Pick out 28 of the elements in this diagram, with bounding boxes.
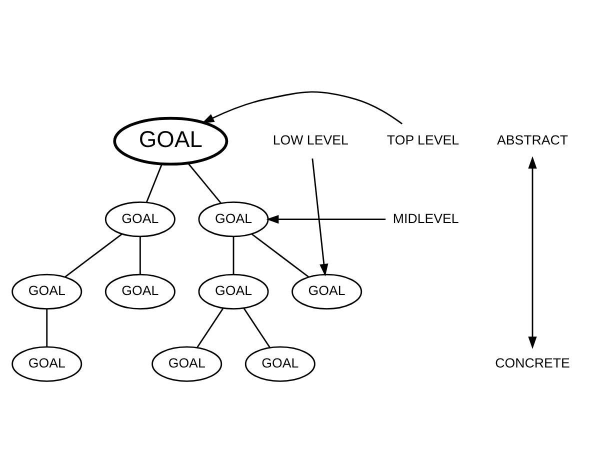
- connector: [252, 233, 309, 277]
- arrow: [266, 214, 386, 224]
- node-text: CONCRETE: [495, 355, 570, 370]
- node-ellipse: GOAL: [12, 273, 82, 310]
- connector: [243, 307, 270, 348]
- connector: [196, 307, 224, 348]
- node-ellipse: GOAL: [104, 273, 176, 310]
- node-ellipse: GOAL: [198, 273, 269, 310]
- node-ellipse: GOAL: [113, 116, 228, 166]
- connector: [146, 163, 162, 202]
- connector: [232, 236, 234, 274]
- node-text: LOW LEVEL: [272, 132, 348, 148]
- connector: [139, 236, 141, 274]
- connector: [188, 162, 222, 204]
- node-ellipse: GOAL: [104, 200, 176, 237]
- node-text: TOP LEVEL: [386, 132, 460, 148]
- node-text: MIDLEVEL: [392, 210, 459, 226]
- node-text: ABSTRACT: [496, 132, 568, 148]
- arrow: [528, 156, 537, 348]
- node-ellipse: GOAL: [152, 346, 222, 382]
- connector: [46, 308, 48, 346]
- node-ellipse: GOAL: [292, 273, 362, 310]
- connector: [64, 233, 122, 277]
- arrow: [202, 90, 403, 124]
- node-ellipse: GOAL: [244, 346, 316, 382]
- node-ellipse: GOAL: [12, 346, 82, 382]
- node-ellipse: GOAL: [198, 200, 269, 237]
- arrow: [312, 158, 328, 276]
